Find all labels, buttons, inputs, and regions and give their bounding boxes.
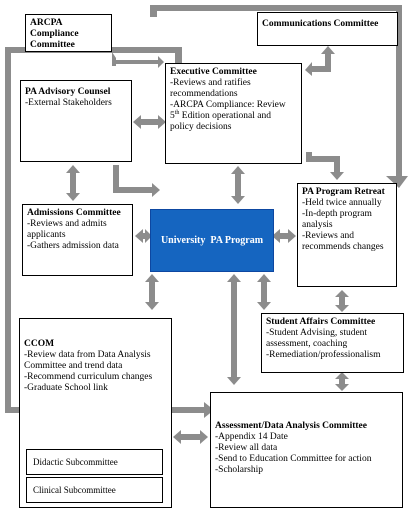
advisory-item-1: -External Stakeholders: [25, 98, 112, 108]
exec-center-arrow: [231, 166, 245, 204]
center-student-arrow: [257, 274, 271, 310]
assessment-committee-title: Assessment/Data Analysis Committee: [215, 421, 367, 431]
executive-committee-title: Executive Committee: [170, 67, 257, 77]
admissions-committee-title: Admissions Committee: [27, 208, 121, 218]
center-ccom-arrow: [145, 274, 159, 310]
arcpa-exec-arrow: [112, 52, 164, 68]
executive-item-1: -Reviews and ratifies recommendations: [170, 78, 251, 99]
university-pa-program-box: University PA Program: [150, 209, 274, 272]
communications-committee-box: Communications Committee: [257, 12, 398, 46]
executive-committee-box: Executive Committee -Reviews and ratifie…: [165, 63, 302, 164]
student-affairs-committee-title: Student Affairs Committee: [266, 317, 376, 327]
admissions-item-2: -Gathers admission data: [27, 241, 119, 251]
retreat-item-1: -Held twice annually: [302, 198, 382, 208]
pa-program-retreat-title: PA Program Retreat: [302, 187, 385, 197]
student-affairs-item-2: -Remediation/professionalism: [266, 350, 381, 360]
university-pa-program-title: University PA Program: [160, 235, 264, 246]
communications-committee-title: Communications Committee: [262, 19, 379, 29]
feedback-line-right: [396, 5, 402, 181]
clinical-subcommittee-label: Clinical Subcommittee: [33, 485, 116, 495]
advisory-admissions-arrow: [66, 165, 80, 201]
admissions-center-arrow: [135, 229, 152, 243]
feedback-line-top: [150, 5, 402, 11]
assessment-item-3: -Send to Education Committee for action: [215, 454, 372, 464]
pa-advisory-counsel-box: PA Advisory Counsel -External Stakeholde…: [20, 80, 132, 162]
retreat-item-3: -Reviews and recommends changes: [302, 231, 384, 252]
ccom-item-3: -Graduate School link: [24, 383, 108, 393]
feedback-arrowhead-down: [386, 176, 408, 188]
student-affairs-item-1: -Student Advising, student assessment, c…: [266, 328, 368, 349]
student-assessment-arrow: [335, 372, 349, 391]
arcpa-committee-title: ARCPA Compliance Committee: [30, 18, 79, 50]
student-affairs-committee-box: Student Affairs Committee -Student Advis…: [261, 313, 404, 373]
assessment-item-4: -Scholarship: [215, 465, 264, 475]
assessment-item-1: -Appendix 14 Date: [215, 432, 288, 442]
ccom-box: CCOM -Review data from Data Analysis Com…: [19, 318, 172, 508]
didactic-subcommittee-box: Didactic Subcommittee: [26, 449, 163, 475]
center-retreat-arrow: [272, 229, 296, 243]
retreat-student-arrow: [335, 290, 349, 312]
left-line-left: [5, 47, 11, 413]
pa-advisory-counsel-title: PA Advisory Counsel: [25, 87, 111, 97]
assessment-item-2: -Review all data: [215, 443, 278, 453]
exec-retreat-arrow: [306, 152, 344, 180]
left-line-top-stub: [175, 47, 182, 65]
ccom-title: CCOM: [24, 339, 55, 349]
executive-item-2: -ARCPA Compliance: Review 5th Edition op…: [170, 100, 286, 132]
didactic-subcommittee-label: Didactic Subcommittee: [33, 457, 118, 467]
clinical-subcommittee-box: Clinical Subcommittee: [26, 477, 163, 503]
admissions-item-1: -Reviews and admits applicants: [27, 219, 107, 240]
retreat-item-2: -In-depth program analysis: [302, 209, 372, 230]
ccom-assessment-arrow: [173, 430, 208, 444]
left-line-arrowhead: [204, 402, 214, 418]
advisory-center-arrow: [113, 165, 160, 197]
assessment-committee-box: Assessment/Data Analysis Committee -Appe…: [210, 392, 403, 508]
advisory-exec-arrow: [133, 115, 166, 129]
comm-exec-arrow: [305, 46, 335, 76]
ccom-item-2: -Recommend curriculum changes: [24, 372, 153, 382]
admissions-committee-box: Admissions Committee -Reviews and admits…: [22, 204, 133, 276]
ccom-item-1: -Review data from Data Analysis Committe…: [24, 350, 151, 371]
pa-program-retreat-box: PA Program Retreat -Held twice annually …: [297, 183, 397, 287]
center-assessment-arrow: [227, 274, 241, 385]
arcpa-committee-box: ARCPA Compliance Committee: [25, 14, 112, 52]
